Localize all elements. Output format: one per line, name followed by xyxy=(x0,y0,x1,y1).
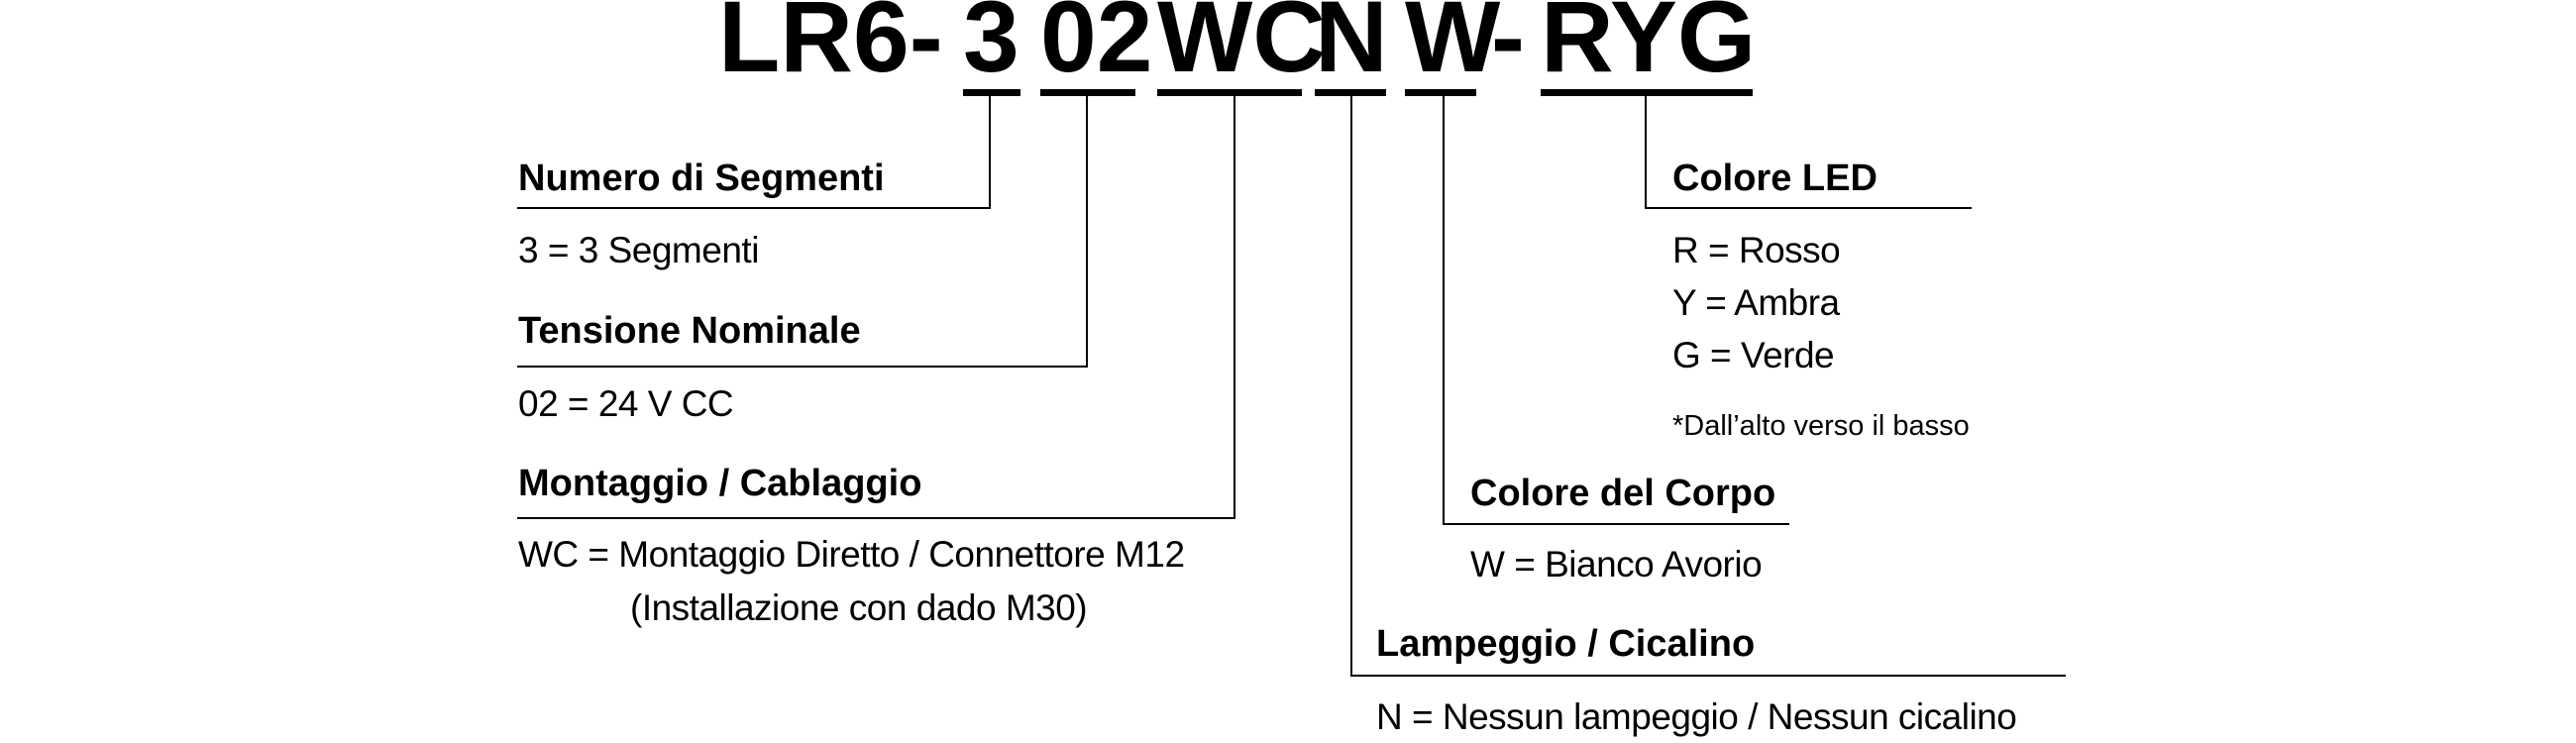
leader-mounting-horizontal xyxy=(517,517,1235,519)
leader-led-vertical xyxy=(1645,96,1647,209)
underline-flash xyxy=(1315,89,1386,96)
field-led-option-red: R = Rosso xyxy=(1672,230,1841,270)
code-prefix: LR6- xyxy=(718,0,943,93)
leader-body-vertical xyxy=(1443,96,1445,525)
code-segments: 3 xyxy=(963,0,1020,93)
field-voltage-option: 02 = 24 V CC xyxy=(518,383,734,424)
field-led-option-amber: Y = Ambra xyxy=(1672,282,1840,323)
code-mounting: WC xyxy=(1157,0,1326,93)
underline-voltage xyxy=(1040,89,1135,96)
field-led-note: *Dall’alto verso il basso xyxy=(1672,410,1970,442)
field-flash-title: Lampeggio / Cicalino xyxy=(1376,623,1756,665)
code-body: W xyxy=(1405,0,1501,93)
leader-flash-horizontal xyxy=(1350,675,2066,677)
code-flash: N xyxy=(1315,0,1388,93)
underline-mounting xyxy=(1157,89,1302,96)
field-body-title: Colore del Corpo xyxy=(1470,473,1776,514)
underline-segments xyxy=(963,89,1020,96)
field-segments-title: Numero di Segmenti xyxy=(518,158,885,199)
field-led-title: Colore LED xyxy=(1672,158,1878,199)
field-flash-option: N = Nessun lampeggio / Nessun cicalino xyxy=(1376,696,2017,737)
leader-voltage-horizontal xyxy=(517,366,1088,368)
field-mounting-title: Montaggio / Cablaggio xyxy=(518,463,922,504)
leader-led-horizontal xyxy=(1645,207,1972,209)
leader-flash-vertical xyxy=(1350,96,1352,677)
field-led-option-green: G = Verde xyxy=(1672,335,1835,375)
underline-led xyxy=(1541,89,1753,96)
leader-mounting-vertical xyxy=(1234,96,1235,519)
code-separator: - xyxy=(1491,0,1525,93)
underline-body xyxy=(1405,89,1476,96)
field-mounting-option-note: (Installazione con dado M30) xyxy=(630,587,1088,628)
field-voltage-title: Tensione Nominale xyxy=(518,310,861,352)
field-mounting-option: WC = Montaggio Diretto / Connettore M12 xyxy=(518,534,1185,575)
code-led: RYG xyxy=(1541,0,1757,93)
leader-segments-horizontal xyxy=(517,207,991,209)
leader-segments-vertical xyxy=(989,96,991,209)
leader-voltage-vertical xyxy=(1086,96,1088,368)
code-voltage: 02 xyxy=(1040,0,1153,93)
field-segments-option: 3 = 3 Segmenti xyxy=(518,230,759,270)
leader-body-horizontal xyxy=(1443,523,1789,525)
field-body-option: W = Bianco Avorio xyxy=(1470,544,1763,584)
